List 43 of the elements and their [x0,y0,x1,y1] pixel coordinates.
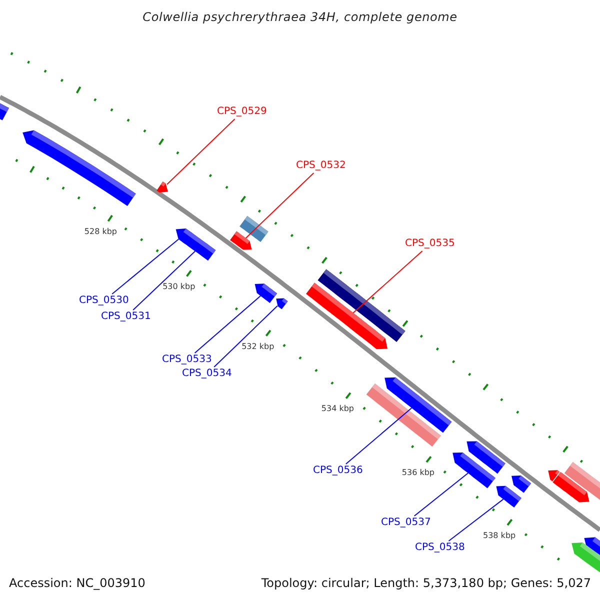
gene-bar [552,472,590,502]
gene-label: CPS_0529 [217,106,267,118]
leader-line [245,172,314,239]
gene-bar [230,231,252,250]
leader-line [132,250,196,310]
gene-bar [512,476,532,493]
scale-label: 528 kbp [84,227,117,238]
leader-line [448,498,504,542]
gene-label: CPS_0537 [381,517,431,529]
gene-label: CPS_0535 [405,238,455,250]
leader-line [345,408,412,464]
gene-bar [254,284,278,303]
gene-bar [496,486,522,508]
gene-bar [366,384,441,447]
map-title: Colwellia psychrerythraea 34H, complete genome [142,10,458,25]
gene-bar [156,182,168,192]
gene-bar [572,542,600,572]
gene-bar [452,452,496,488]
scale-label: 534 kbp [321,404,354,414]
leader-line [414,472,468,516]
gene-label: CPS_0531 [101,311,151,323]
leader-line [112,238,179,294]
leader-line [352,250,423,314]
scale-label: 538 kbp [483,530,516,541]
gene-label: CPS_0534 [182,368,232,380]
gene-label: CPS_0533 [162,354,212,366]
gene-bar [22,130,136,206]
footer-text: Accession: NC_003910 [9,576,146,590]
gene-label: CPS_0532 [296,160,346,172]
scale-label: 536 kbp [402,468,434,478]
leader-line [214,305,278,368]
leader-line [194,295,261,354]
footer-text: Topology: circular; Length: 5,373,180 bp; Genes: 5,027 [261,576,591,590]
leader-line [166,118,236,185]
gene-bar [182,231,216,261]
scale-label: 530 kbp [162,282,196,292]
gene-label: CPS_0530 [79,295,129,307]
gene-bar [306,282,388,350]
gene-label: CPS_0536 [313,465,363,477]
gene-label: CPS_0538 [415,542,465,554]
gene-bar [0,103,9,120]
gene-bar [276,298,288,310]
scale-label: 532 kbp [242,342,274,352]
